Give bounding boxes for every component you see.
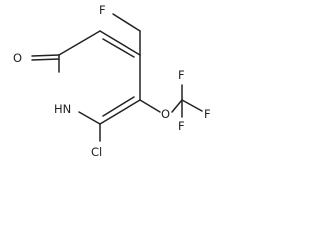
bond-carbonyl-double [31,58,60,61]
bond-c5-c4 [99,30,141,56]
atom-label-f-right: F [204,107,211,121]
atom-label-o-ether: O [161,107,170,121]
bond-c5-c4-double [102,38,135,58]
bond-c3-c2 [99,99,141,125]
bond-c-f-right [181,99,203,112]
atom-label-hn: HN [54,102,71,116]
atom-label-f-top: F [178,68,185,82]
structure-canvas: O HN Cl O F F F F [13,3,211,159]
atom-label-o-carbonyl: O [13,51,22,65]
bond-c3-o [139,99,161,113]
molecule-diagram: O HN Cl O F F F F [13,3,211,159]
bond-carbonyl [31,54,60,57]
bond-c3-c2-double [102,96,135,117]
bond-c2-n1 [78,111,101,125]
atom-label-cl: Cl [91,145,102,159]
bond-c6-c5 [58,30,101,56]
atom-label-f-bottom: F [178,119,185,133]
atom-label-f-methyl: F [99,3,106,17]
bond-ch2-f [112,13,141,32]
bond-o-cf3 [171,99,183,113]
